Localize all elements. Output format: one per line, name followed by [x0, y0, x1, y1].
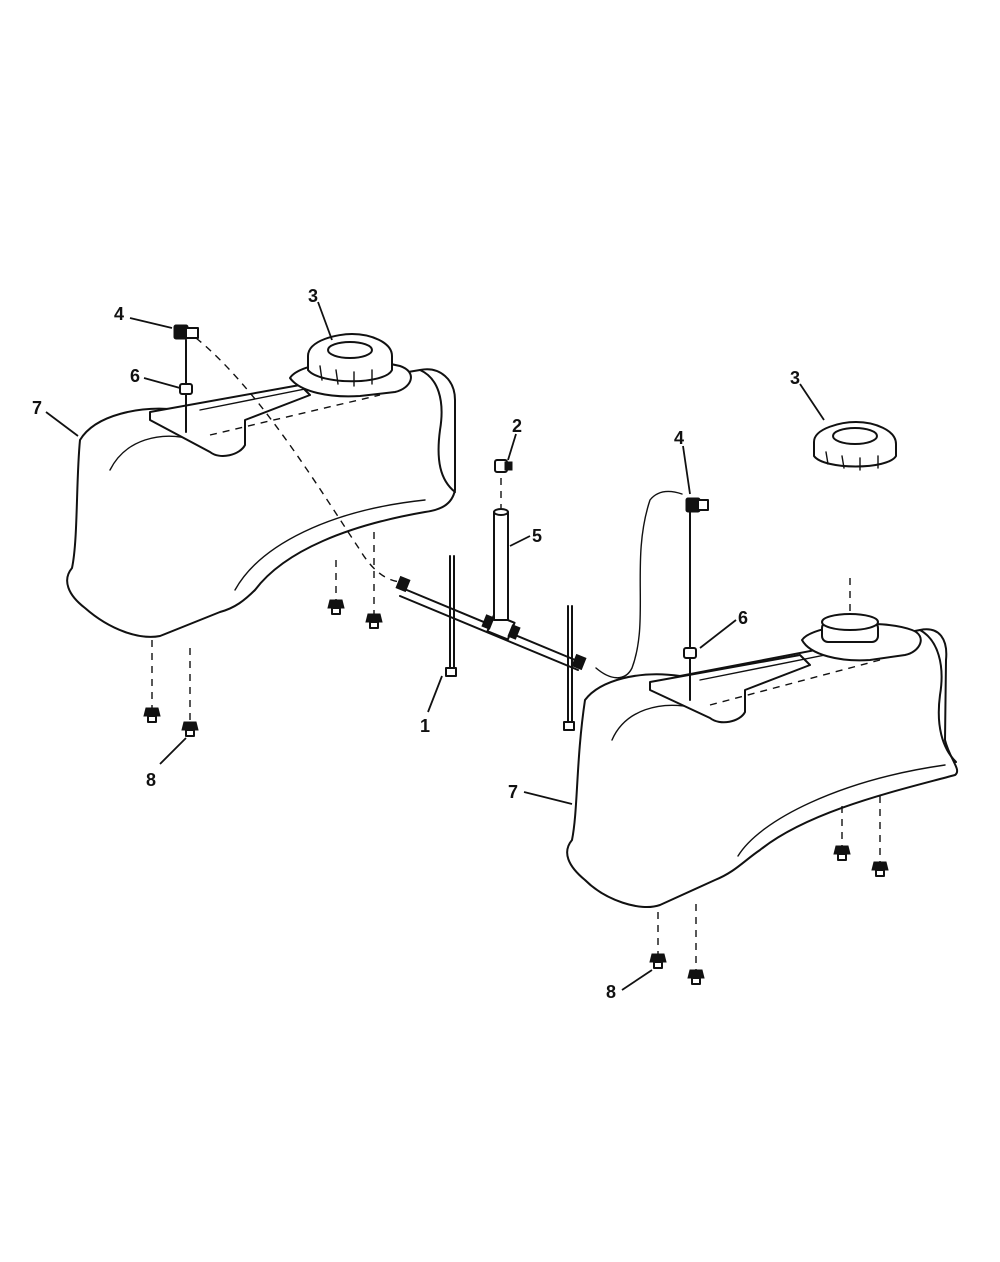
callout-6-left: 6: [130, 366, 140, 386]
callout-labels: 1 2 3 3 4 4 5 6 6 7 7 8 8: [32, 286, 800, 1002]
left-fuel-tank: [66, 360, 456, 638]
tie-straps: [445, 555, 575, 731]
callout-2: 2: [512, 416, 522, 436]
callout-1: 1: [420, 716, 430, 736]
left-tank-bolts: [143, 532, 383, 737]
callout-7-right: 7: [508, 782, 518, 802]
callout-4-left: 4: [114, 304, 124, 324]
callout-8-right: 8: [606, 982, 616, 1002]
crossover-fuel-line: [395, 490, 683, 679]
right-fuel-fitting: [683, 497, 709, 701]
right-tank-bolts: [649, 796, 889, 985]
callout-6-right: 6: [738, 608, 748, 628]
callout-5: 5: [532, 526, 542, 546]
callout-3-left: 3: [308, 286, 318, 306]
callout-7-left: 7: [32, 398, 42, 418]
leader-lines: [45, 301, 825, 991]
left-tank-cap: [307, 333, 393, 387]
callout-8-left: 8: [146, 770, 156, 790]
left-fuel-fitting: [173, 324, 401, 583]
callout-4-right: 4: [674, 428, 684, 448]
right-fuel-tank: [566, 578, 959, 909]
right-tank-cap: [813, 421, 897, 471]
vent-tube: [493, 459, 513, 621]
callout-3-right: 3: [790, 368, 800, 388]
